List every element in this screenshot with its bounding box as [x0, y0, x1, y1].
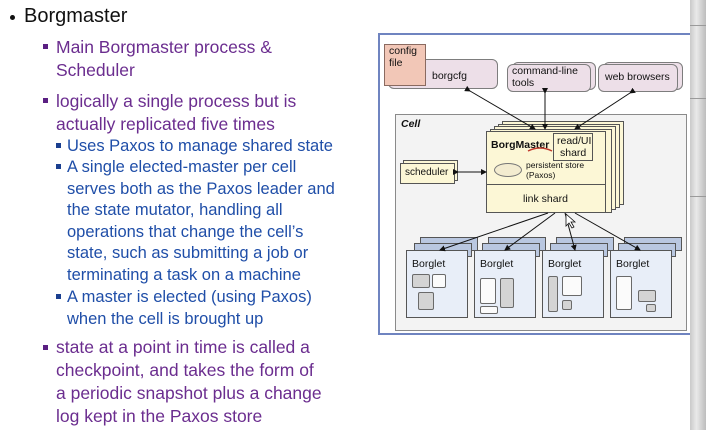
bullet-square-icon	[56, 294, 61, 299]
text-line: A master is elected (using Paxos)	[67, 288, 312, 306]
task-block	[480, 306, 498, 314]
bullet-uses-paxos: Uses Paxos to manage shared state	[67, 136, 333, 158]
bullet-checkpoint: state at a point in time is called a che…	[56, 336, 322, 428]
config-file-label: config file	[389, 45, 417, 69]
task-block	[418, 292, 434, 310]
text-line: checkpoint, and takes the form of	[56, 360, 314, 380]
task-block	[616, 276, 632, 310]
text-line: actually replicated five times	[56, 114, 275, 134]
bullet-elected-master: A single elected-master per cell serves …	[67, 157, 335, 286]
text-line: config	[389, 45, 418, 57]
persistent-store-label: persistent store (Paxos)	[526, 160, 584, 180]
read-ui-shard-label: read/UI shard	[557, 135, 591, 159]
link-shard-box	[486, 184, 606, 213]
task-block	[412, 274, 430, 288]
text-line: when the cell is brought up	[67, 309, 264, 328]
cell-label: Cell	[401, 118, 421, 130]
window-edge-scrollbar[interactable]	[690, 0, 706, 430]
bullet-master-elected: A master is elected (using Paxos) when t…	[67, 287, 312, 330]
task-block	[638, 290, 656, 302]
text-line: terminating a task on a machine	[67, 265, 301, 284]
bullet-square-icon	[43, 98, 48, 103]
borgmaster-label: BorgMaster	[491, 139, 550, 151]
text-line: operations that change the cell’s	[67, 222, 304, 241]
task-block	[480, 278, 496, 304]
task-block	[500, 278, 514, 308]
bullet-main-process: Main Borgmaster process & Scheduler	[56, 36, 272, 82]
persistent-store-icon	[494, 163, 522, 177]
text-line: state at a point in time is called a	[56, 337, 310, 357]
bullet-square-icon	[56, 143, 61, 148]
text-line: serves both as the Paxos leader and	[67, 179, 335, 198]
bullet-square-icon	[43, 345, 48, 350]
text-line: a periodic snapshot plus a change	[56, 383, 322, 403]
text-line: shard	[560, 147, 587, 159]
text-line: Main Borgmaster process &	[56, 37, 272, 57]
task-block	[646, 304, 656, 312]
bullet-logically-single: logically a single process but is actual…	[56, 90, 296, 136]
borgcfg-label: borgcfg	[432, 70, 468, 82]
text-line: A single elected-master per cell	[67, 158, 297, 176]
scheduler-label: scheduler	[405, 167, 449, 178]
web-browsers-box	[598, 64, 678, 92]
web-browsers-label: web browsers	[605, 71, 670, 83]
text-line: persistent store	[526, 160, 585, 170]
borglet-label: Borglet	[616, 258, 650, 270]
config-file-box	[384, 44, 426, 86]
borglet-label: Borglet	[548, 258, 582, 270]
text-line: state, such as submitting a job or	[67, 244, 309, 262]
task-block	[548, 276, 558, 312]
text-line: log kept in the Paxos store	[56, 406, 263, 426]
task-block	[562, 276, 582, 296]
text-line: (Paxos)	[526, 170, 556, 180]
cmd-tools-label: command-line tools	[512, 65, 578, 89]
slide-title: Borgmaster	[24, 5, 128, 27]
task-block	[432, 274, 446, 288]
text-line: Scheduler	[56, 60, 135, 80]
text-line: tools	[512, 77, 535, 89]
text-line: file	[389, 57, 403, 69]
text-line: logically a single process but is	[56, 91, 297, 111]
bullet-square-icon	[43, 44, 48, 49]
bullet-square-icon	[56, 164, 61, 169]
read-ui-shard-box	[553, 133, 593, 161]
task-block	[562, 300, 572, 310]
borglet-label: Borglet	[480, 258, 514, 270]
borglet-label: Borglet	[412, 258, 446, 270]
link-shard-label: link shard	[523, 193, 568, 205]
text-line: the state mutator, handling all	[67, 201, 283, 219]
text-line: Uses Paxos to manage shared state	[67, 137, 333, 155]
text-line: read/UI	[557, 135, 592, 147]
text-line: command-line	[512, 65, 578, 77]
bullet-dot-icon	[10, 15, 15, 20]
